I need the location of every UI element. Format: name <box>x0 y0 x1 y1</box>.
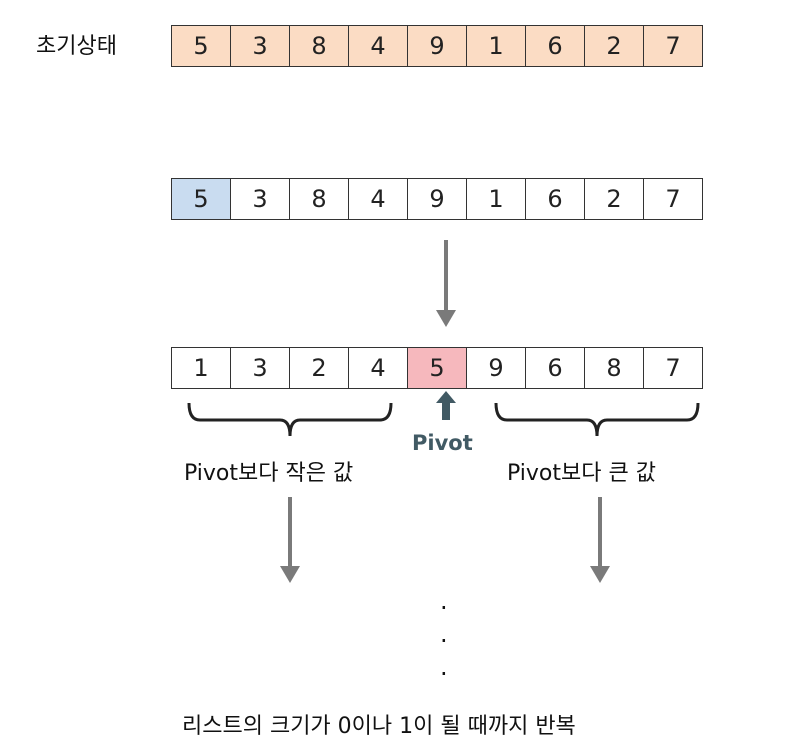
array-cell: 2 <box>289 347 349 389</box>
array-cell: 1 <box>466 178 526 220</box>
ellipsis-dot: . <box>440 620 448 648</box>
select-pivot-array: 5 3 8 4 9 1 6 2 7 <box>171 178 703 220</box>
array-cell: 3 <box>230 347 290 389</box>
initial-state-label: 초기상태 <box>36 34 117 59</box>
ellipsis-dot: . <box>440 653 448 681</box>
array-cell: 7 <box>643 25 703 67</box>
array-cell: 6 <box>525 178 585 220</box>
array-cell: 2 <box>584 25 644 67</box>
array-cell: 6 <box>525 347 585 389</box>
smaller-than-pivot-label: Pivot보다 작은 값 <box>184 461 354 486</box>
array-cell: 8 <box>584 347 644 389</box>
ellipsis-dot: . <box>440 587 448 615</box>
down-arrow-icon <box>436 240 456 327</box>
partitioned-array: 1 3 2 4 5 9 6 8 7 <box>171 347 703 389</box>
array-cell: 1 <box>466 25 526 67</box>
array-cell: 8 <box>289 25 349 67</box>
array-cell: 4 <box>348 178 408 220</box>
array-cell: 2 <box>584 178 644 220</box>
array-cell: 9 <box>466 347 526 389</box>
array-cell: 3 <box>230 178 290 220</box>
larger-than-pivot-label: Pivot보다 큰 값 <box>507 461 656 486</box>
pivot-up-arrow-icon <box>436 391 456 420</box>
right-brace-icon <box>494 402 700 437</box>
initial-array: 5 3 8 4 9 1 6 2 7 <box>171 25 703 67</box>
array-cell: 6 <box>525 25 585 67</box>
array-cell: 1 <box>171 347 231 389</box>
array-cell: 5 <box>171 25 231 67</box>
array-cell: 9 <box>407 178 467 220</box>
left-brace-icon <box>187 402 393 437</box>
array-cell: 7 <box>643 178 703 220</box>
repeat-condition-caption: 리스트의 크기가 0이나 1이 될 때까지 반복 <box>182 714 576 739</box>
array-cell: 7 <box>643 347 703 389</box>
left-down-arrow-icon <box>280 497 300 583</box>
pivot-label: Pivot <box>412 431 473 455</box>
right-down-arrow-icon <box>590 497 610 583</box>
selected-pivot-cell: 5 <box>171 178 231 220</box>
